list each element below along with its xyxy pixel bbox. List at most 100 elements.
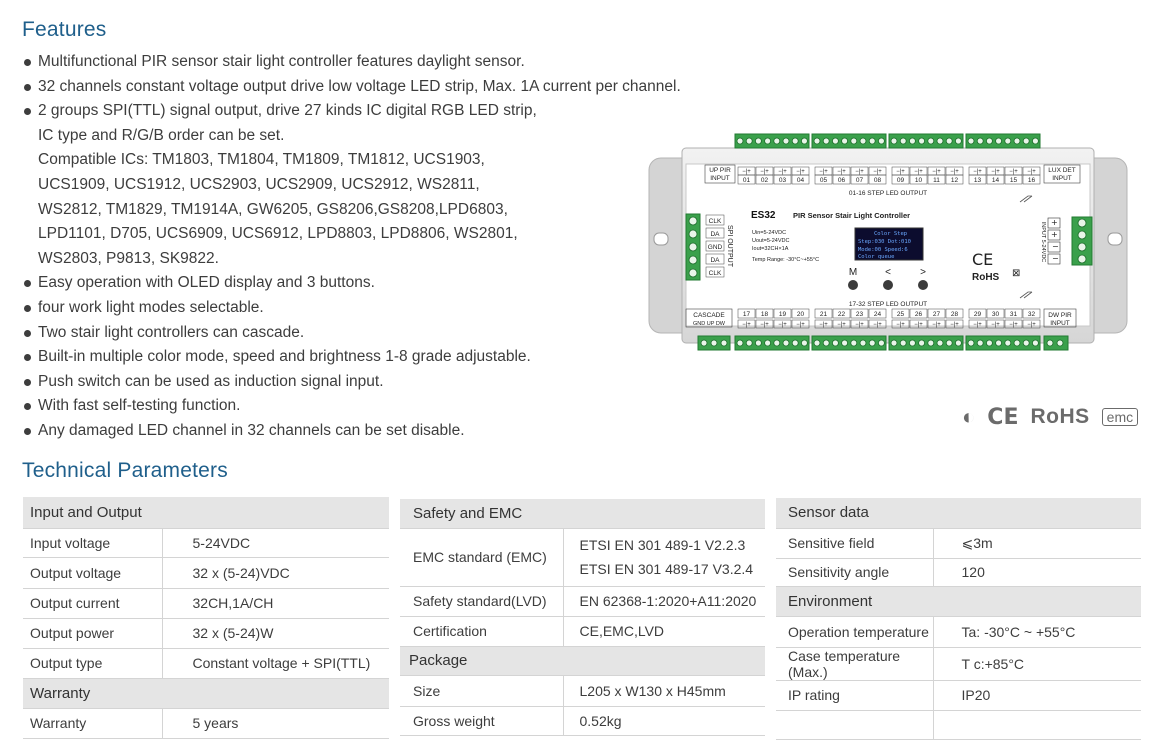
spi-pin-box bbox=[705, 240, 725, 252]
terminal-screw-icon bbox=[967, 137, 975, 145]
channel-box bbox=[968, 174, 987, 185]
stair-icon bbox=[1019, 291, 1033, 299]
channel-box bbox=[832, 308, 851, 319]
pin-polarity-label: −|+ bbox=[796, 322, 805, 328]
terminal-screw-icon bbox=[700, 339, 708, 347]
m-button bbox=[848, 280, 858, 290]
terminal-screw-icon bbox=[841, 137, 849, 145]
button-label: M bbox=[849, 267, 857, 278]
channel-box bbox=[832, 174, 851, 185]
terminal-screw-icon bbox=[764, 339, 771, 347]
terminal-screw-icon bbox=[927, 339, 935, 347]
param-key: Size bbox=[400, 675, 563, 707]
terminal-screw-icon bbox=[1077, 242, 1087, 252]
up-pir-label: INPUT bbox=[710, 175, 730, 182]
terminal-screw-icon bbox=[936, 137, 944, 145]
pin-polarity-label: −|+ bbox=[873, 322, 882, 328]
terminal-screw-icon bbox=[791, 339, 799, 347]
top-terminal-blocks bbox=[734, 133, 1041, 149]
sensor-environment-table: Sensor data Sensitive field⩽3m Sensitivi… bbox=[776, 498, 1141, 740]
plus-box bbox=[1047, 229, 1061, 241]
feature-item: Multifunctional PIR sensor stair light c… bbox=[22, 50, 682, 75]
terminal-screw-icon bbox=[967, 339, 975, 347]
feature-continuation: WS2803, P9813, SK9822. bbox=[38, 249, 219, 267]
channel-box bbox=[850, 308, 869, 319]
channel-box bbox=[909, 308, 928, 319]
terminal-screw-icon bbox=[890, 137, 898, 145]
terminal-screw-icon bbox=[877, 339, 885, 347]
channel-box bbox=[773, 174, 792, 185]
terminal-screw-icon bbox=[945, 137, 953, 145]
terminal-screw-icon bbox=[1013, 137, 1021, 145]
channel-number-label: 26 bbox=[915, 311, 923, 318]
spi-pin-label: DA bbox=[710, 231, 720, 238]
lux-det-label: LUX DET bbox=[1048, 167, 1075, 174]
terminal-screw-icon bbox=[745, 137, 753, 145]
terminal-screw-icon bbox=[813, 137, 821, 145]
pin-polarity-label: −|+ bbox=[914, 169, 923, 175]
feature-item: four work light modes selectable. bbox=[22, 296, 682, 321]
terminal-screw-icon bbox=[859, 339, 867, 347]
pin-polarity-label: −|+ bbox=[991, 322, 1000, 328]
channel-box bbox=[927, 174, 946, 185]
device-ce-logo: CE bbox=[972, 250, 993, 269]
param-value: 32 x (5-24)VDC bbox=[161, 557, 389, 589]
terminal-screw-icon bbox=[945, 339, 953, 347]
spi-pin-box bbox=[705, 214, 725, 226]
terminal-screw-icon bbox=[782, 137, 790, 145]
pin-polarity-label: −|+ bbox=[873, 169, 882, 175]
terminal-screw-icon bbox=[736, 137, 744, 145]
channel-number-label: 04 bbox=[797, 177, 805, 184]
param-key: Operation temperature bbox=[776, 616, 933, 648]
channel-box bbox=[814, 308, 833, 319]
terminal-screw-icon bbox=[773, 137, 781, 145]
channel-number-label: 02 bbox=[761, 177, 769, 184]
channel-box bbox=[737, 174, 756, 185]
technical-parameters-title: Technical Parameters bbox=[22, 459, 228, 482]
spi-pin-label: DA bbox=[710, 257, 720, 264]
param-key: Case temperature (Max.) bbox=[776, 647, 933, 681]
spi-pin-label: CLK bbox=[709, 218, 722, 225]
oled-line: Color queue bbox=[858, 254, 894, 260]
channel-number-label: 31 bbox=[1010, 311, 1018, 318]
terminal-screw-icon bbox=[995, 339, 1003, 347]
terminal-screw-icon bbox=[1077, 254, 1087, 264]
pin-polarity-label: −|+ bbox=[914, 322, 923, 328]
emc-standard-line: ETSI EN 301 489-17 V3.2.4 bbox=[579, 561, 754, 577]
terminal-screw-icon bbox=[822, 339, 830, 347]
terminal-screw-icon bbox=[1013, 339, 1021, 347]
feature-continuation: IC type and R/G/B order can be set. bbox=[38, 126, 285, 144]
feature-item: Any damaged LED channel in 32 channels c… bbox=[22, 419, 682, 444]
ce-logo: CE bbox=[987, 404, 1019, 430]
pin-polarity-label: −|+ bbox=[896, 169, 905, 175]
terminal-screw-icon bbox=[954, 137, 962, 145]
param-value: ⩽3m bbox=[932, 528, 1141, 559]
terminal-screw-icon bbox=[831, 339, 839, 347]
channel-box bbox=[986, 174, 1005, 185]
param-value: CE,EMC,LVD bbox=[562, 616, 765, 647]
dw-pir-label: INPUT bbox=[1050, 320, 1070, 327]
pin-box bbox=[773, 319, 792, 329]
channel-number-label: 29 bbox=[974, 311, 982, 318]
top-channel-labels: −|+01−|+02−|+03−|+04−|+05−|+06−|+07−|+08… bbox=[737, 166, 1041, 185]
terminal-screw-icon bbox=[1004, 137, 1012, 145]
param-key: Output current bbox=[23, 588, 162, 619]
terminal-screw-icon bbox=[813, 339, 821, 347]
terminal-screw-icon bbox=[688, 216, 698, 226]
param-key: Sensitive field bbox=[776, 528, 933, 559]
channel-number-label: 20 bbox=[797, 311, 805, 318]
minus-label: − bbox=[1052, 254, 1059, 263]
pin-polarity-label: −|+ bbox=[760, 169, 769, 175]
weee-icon: ⊠ bbox=[1012, 268, 1020, 279]
terminal-screw-icon bbox=[976, 137, 984, 145]
button-label: > bbox=[920, 267, 926, 278]
param-value: 32CH,1A/CH bbox=[161, 588, 389, 619]
channel-number-label: 19 bbox=[779, 311, 787, 318]
param-value: Constant voltage + SPI(TTL) bbox=[161, 648, 389, 679]
features-title: Features bbox=[22, 18, 107, 41]
terminal-screw-icon bbox=[899, 137, 907, 145]
param-key: Input voltage bbox=[23, 528, 162, 558]
terminal-screw-icon bbox=[710, 339, 718, 347]
terminal-screw-icon bbox=[800, 339, 808, 347]
feature-item: 2 groups SPI(TTL) signal output, drive 2… bbox=[22, 99, 682, 124]
